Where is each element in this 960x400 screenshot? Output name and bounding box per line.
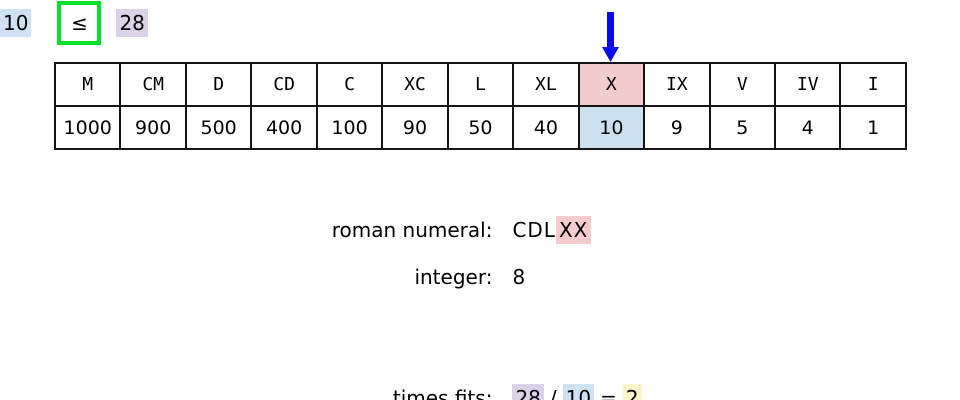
- value-cell: 400: [250, 105, 318, 150]
- value-cell: 40: [512, 105, 580, 150]
- integer-value: 8: [512, 265, 526, 289]
- equals-sign: =: [600, 386, 617, 400]
- dividend: 28: [512, 384, 544, 400]
- comparison-right-operand: 28: [116, 9, 148, 37]
- symbol-cell: XC: [381, 62, 449, 107]
- integer-line: integer: 8: [295, 235, 525, 319]
- integer-label: integer:: [414, 265, 493, 289]
- symbol-cell: M: [53, 62, 122, 107]
- symbol-cell-highlighted: X: [577, 62, 646, 107]
- symbol-row: M CM D CD C XC L XL X IX V IV I: [53, 62, 907, 107]
- times-fits-line: times fits: 28 / 10 = 2: [295, 356, 642, 400]
- value-cell: 900: [119, 105, 187, 150]
- value-cell: 50: [446, 105, 515, 150]
- comparison-line: 10 ≤ 28: [0, 0, 960, 46]
- symbol-cell: C: [315, 62, 384, 107]
- times-fits-expression: 28 / 10 = 2: [512, 384, 642, 400]
- value-row: 1000 900 500 400 100 90 50 40 10 9 5 4 1: [53, 105, 907, 150]
- symbol-cell: CD: [250, 62, 318, 107]
- value-cell: 90: [381, 105, 449, 150]
- value-cell: 500: [184, 105, 253, 150]
- less-equal-operator-box: ≤: [57, 1, 102, 45]
- value-cell: 1: [839, 105, 907, 150]
- symbol-cell: CM: [119, 62, 187, 107]
- value-cell: 1000: [53, 105, 122, 150]
- roman-numeral-appended: XX: [555, 216, 592, 244]
- value-cell: 5: [708, 105, 776, 150]
- value-cell: 4: [773, 105, 842, 150]
- value-cell: 9: [643, 105, 711, 150]
- symbol-cell: I: [839, 62, 907, 107]
- down-arrow-icon: [602, 12, 619, 62]
- times-fits-label: times fits:: [392, 386, 493, 400]
- symbol-cell: IV: [773, 62, 842, 107]
- quotient: 2: [622, 384, 642, 400]
- less-equal-icon: ≤: [71, 11, 88, 35]
- symbol-cell: IX: [643, 62, 711, 107]
- symbol-cell: V: [708, 62, 776, 107]
- comparison-left-operand: 10: [0, 9, 32, 37]
- symbol-cell: XL: [512, 62, 580, 107]
- symbol-cell: D: [184, 62, 253, 107]
- divisor: 10: [562, 384, 595, 400]
- roman-numeral-label: roman numeral:: [331, 218, 493, 242]
- divide-sign: /: [549, 386, 557, 400]
- value-cell: 100: [315, 105, 384, 150]
- value-cell-highlighted: 10: [577, 105, 646, 150]
- conversion-table: M CM D CD C XC L XL X IX V IV I 1000 900…: [53, 62, 907, 150]
- roman-numeral-prefix: CDL: [512, 218, 556, 242]
- symbol-cell: L: [446, 62, 515, 107]
